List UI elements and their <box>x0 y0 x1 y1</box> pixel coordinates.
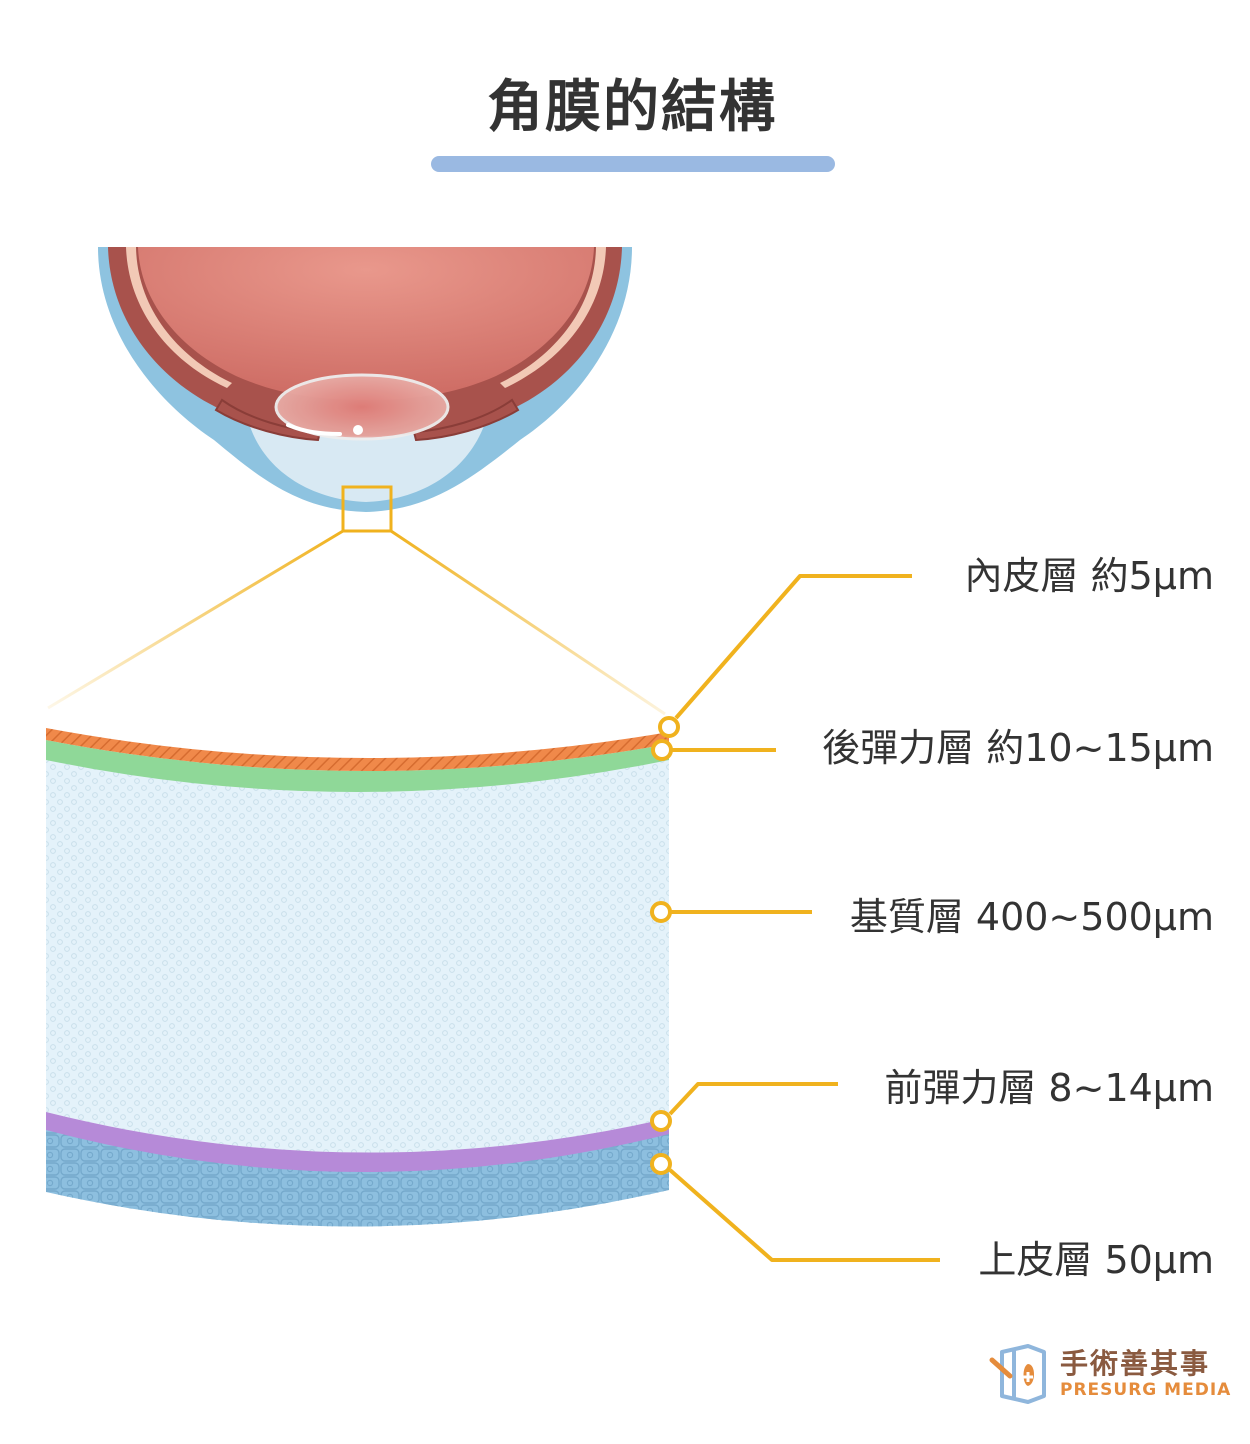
label-descemet: 後彈力層 約10~15μm <box>822 726 1214 770</box>
label-bowman: 前彈力層 8~14μm <box>884 1066 1214 1110</box>
callout-line-endothelium <box>674 574 912 720</box>
presurg-logo-icon <box>989 1344 1046 1404</box>
eye-iris <box>214 398 520 442</box>
brand-logo: 手術善其事 PRESURG MEDIA <box>988 1340 1232 1404</box>
callout-line-epithelium <box>668 1168 940 1262</box>
eye-lens <box>274 373 450 441</box>
callout-marker-descemet <box>651 739 673 761</box>
layer-descemet-band <box>46 740 669 792</box>
label-endothelium: 內皮層 約5μm <box>964 554 1214 598</box>
callout-marker-epithelium <box>650 1153 672 1175</box>
callout-line-bowman <box>668 1082 838 1116</box>
callout-marker-stroma <box>650 901 672 923</box>
brand-subtitle: PRESURG MEDIA <box>1060 1380 1232 1400</box>
layer-endothelium-band <box>46 728 669 772</box>
cornea-layers <box>46 728 669 1227</box>
title-underline <box>431 156 835 172</box>
callout-marker-endothelium <box>658 716 680 738</box>
eye-lens-glint <box>353 425 363 435</box>
eye-cornea-bulge <box>248 420 486 502</box>
eye-illustration <box>98 247 632 512</box>
eye-interior <box>138 247 594 400</box>
label-epithelium: 上皮層 50μm <box>978 1238 1214 1282</box>
eye-lens-highlight <box>286 423 342 436</box>
page-title: 角膜的結構 <box>487 75 777 140</box>
callouts <box>650 574 940 1262</box>
layer-stroma-texture <box>46 750 669 1153</box>
zoom-line-left <box>47 529 344 710</box>
brand-name: 手術善其事 <box>1060 1347 1211 1380</box>
layer-bowman-band <box>46 1112 669 1173</box>
label-stroma: 基質層 400~500μm <box>849 895 1214 939</box>
zoom-line-right <box>390 529 666 716</box>
zoom-box <box>341 485 393 533</box>
callout-marker-bowman <box>650 1110 672 1132</box>
